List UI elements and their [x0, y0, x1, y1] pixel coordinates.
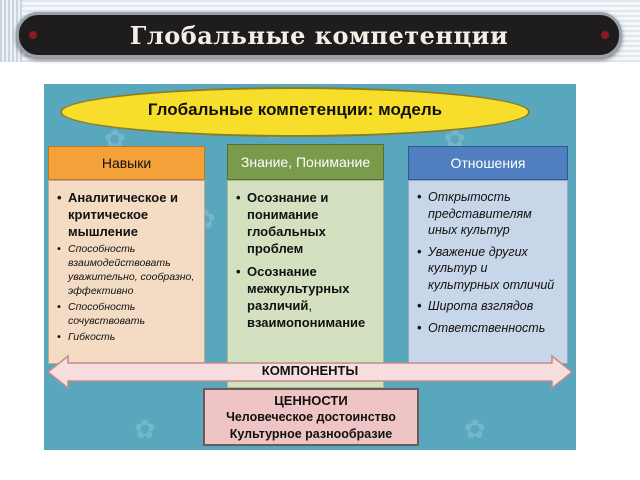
list-item-separator: , — [308, 298, 313, 313]
components-arrow — [46, 354, 574, 390]
model-title-oval — [60, 87, 530, 137]
column-body-attitudes: Открытость представителям иных культур У… — [408, 180, 568, 364]
list-item: Осознание и понимание глобальных проблем — [236, 189, 377, 257]
title-bar: Глобальные компетенции — [16, 12, 622, 58]
list-item-text: Осознание межкультурных различий — [247, 264, 350, 313]
list-item: Осознание межкультурных различий, взаимо… — [236, 263, 377, 331]
column-header-knowledge: Знание, Понимание — [227, 144, 384, 180]
watermark-icon: ✿ — [134, 414, 156, 444]
values-box: ЦЕННОСТИ Человеческое достоинство Культу… — [203, 388, 419, 446]
list-item: Открытость представителям иных культур — [417, 189, 561, 239]
watermark-icon: ✿ — [464, 414, 486, 444]
list-item: Гибкость — [57, 330, 198, 344]
list-item: Способность сочувствовать — [57, 300, 198, 328]
title-bar-right-dot — [601, 31, 609, 39]
list-item: Уважение других культур и культурных отл… — [417, 244, 561, 294]
values-item: Культурное разнообразие — [229, 427, 393, 441]
model-title: Глобальные компетенции: модель — [147, 100, 443, 119]
column-header-attitudes: Отношения — [408, 146, 568, 180]
column-body-skills: Аналитическое и критическое мышление Спо… — [48, 180, 205, 364]
header-left-decoration — [0, 0, 22, 62]
list-item: Ответственность — [417, 320, 561, 337]
list-item: Аналитическое и критическое мышление — [57, 189, 198, 240]
title-bar-left-dot — [29, 31, 37, 39]
list-item-text: взаимопонимание — [247, 315, 366, 330]
values-item: Человеческое достоинство — [226, 410, 396, 424]
column-header-skills: Навыки — [48, 146, 205, 180]
column-body-knowledge: Осознание и понимание глобальных проблем… — [227, 180, 384, 388]
components-label: КОМПОНЕНТЫ — [261, 363, 359, 378]
slide-title: Глобальные компетенции — [129, 21, 509, 50]
values-title: ЦЕННОСТИ — [274, 393, 348, 408]
list-item: Способность взаимодействовать уважительн… — [57, 242, 198, 298]
list-item: Широта взглядов — [417, 298, 561, 315]
